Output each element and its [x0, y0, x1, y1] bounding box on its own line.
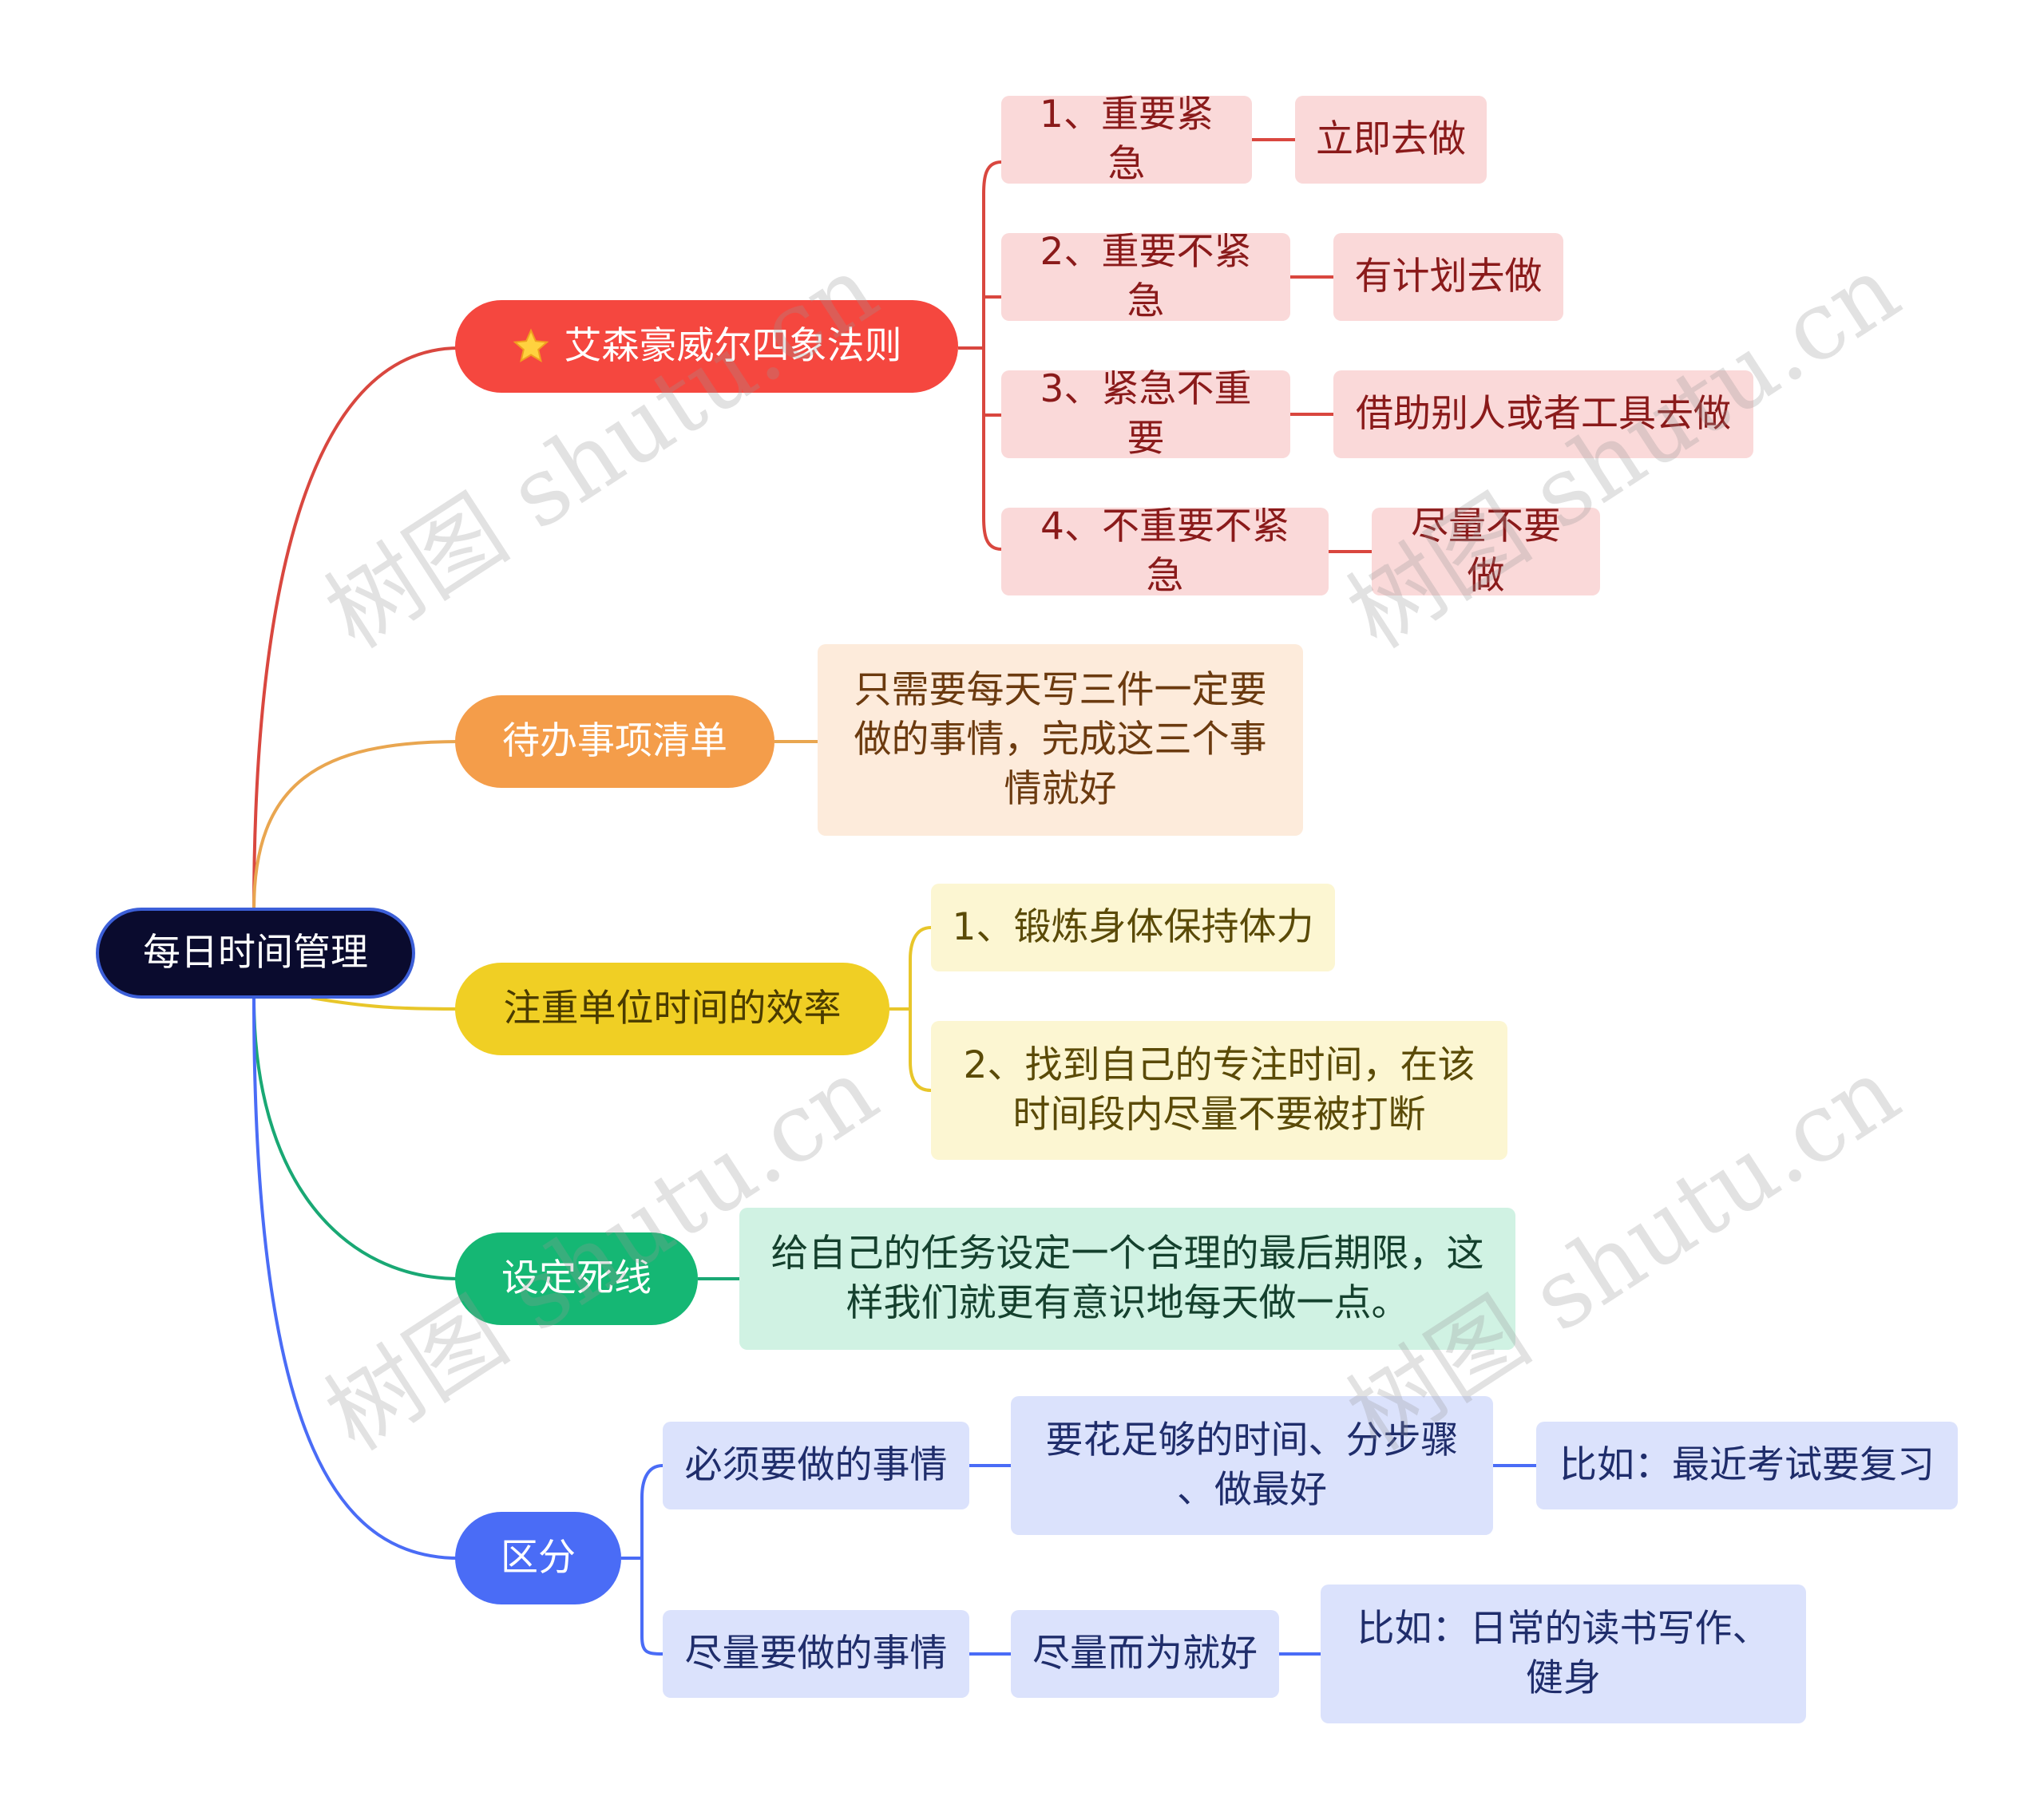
branch-efficiency-label: 注重单位时间的效率: [503, 986, 842, 1031]
must-do-label: 必须要做的事情: [684, 1442, 948, 1487]
must-do-detail-text: 要花足够的时间、分步骤 、做最好: [1045, 1418, 1459, 1512]
try-do-example-text: 比如：日常的读书写作、 健身: [1357, 1606, 1770, 1700]
efficiency-item-2-text: 2、找到自己的专注时间，在该 时间段内尽量不要被打断: [963, 1042, 1476, 1137]
try-do[interactable]: 尽量要做的事情: [663, 1610, 969, 1698]
branch-todo[interactable]: 待办事项清单: [455, 695, 774, 788]
try-do-example[interactable]: 比如：日常的读书写作、 健身: [1321, 1585, 1806, 1723]
branch-deadline[interactable]: 设定死线: [455, 1232, 698, 1325]
quadrant-1[interactable]: 1、重要紧急: [1001, 93, 1252, 186]
try-do-detail-text: 尽量而为就好: [1032, 1631, 1258, 1676]
quadrant-3[interactable]: 3、紧急不重要: [1001, 367, 1290, 461]
branch-distinguish-label: 区分: [501, 1535, 576, 1580]
branch-eisenhower-label: 艾森豪威尔四象法则: [564, 323, 902, 368]
quadrant-1-label: 1、重要紧急: [1040, 92, 1214, 186]
quadrant-2-action-label: 有计划去做: [1354, 254, 1543, 299]
try-do-label: 尽量要做的事情: [684, 1631, 948, 1676]
todo-note[interactable]: 只需要每天写三件一定要 做的事情，完成这三个事 情就好: [818, 644, 1303, 836]
efficiency-item-1[interactable]: 1、锻炼身体保持体力: [931, 884, 1335, 971]
root-label: 每日时间管理: [143, 930, 368, 975]
branch-deadline-label: 设定死线: [501, 1256, 652, 1300]
branch-efficiency[interactable]: 注重单位时间的效率: [455, 963, 889, 1055]
efficiency-item-2[interactable]: 2、找到自己的专注时间，在该 时间段内尽量不要被打断: [931, 1021, 1507, 1160]
must-do-detail[interactable]: 要花足够的时间、分步骤 、做最好: [1011, 1396, 1493, 1535]
root-node[interactable]: 每日时间管理: [96, 908, 415, 999]
branch-eisenhower[interactable]: 艾森豪威尔四象法则: [455, 300, 958, 393]
quadrant-3-action-label: 借助别人或者工具去做: [1356, 391, 1731, 436]
quadrant-2[interactable]: 2、重要不紧急: [1001, 230, 1290, 323]
try-do-detail[interactable]: 尽量而为就好: [1011, 1610, 1279, 1698]
efficiency-item-1-text: 1、锻炼身体保持体力: [952, 904, 1314, 949]
quadrant-2-action[interactable]: 有计划去做: [1333, 233, 1563, 321]
todo-note-text: 只需要每天写三件一定要 做的事情，完成这三个事 情就好: [854, 667, 1267, 812]
must-do[interactable]: 必须要做的事情: [663, 1422, 969, 1509]
quadrant-3-label: 3、紧急不重要: [1040, 366, 1252, 461]
quadrant-4[interactable]: 4、不重要不紧急: [1001, 504, 1329, 598]
quadrant-4-action-label: 尽量不要做: [1411, 504, 1561, 598]
star-icon: [513, 328, 549, 363]
quadrant-1-action-label: 立即去做: [1316, 117, 1466, 161]
must-do-example[interactable]: 比如：最近考试要复习: [1536, 1422, 1958, 1509]
quadrant-4-action[interactable]: 尽量不要做: [1372, 504, 1600, 598]
quadrant-4-label: 4、不重要不紧急: [1040, 504, 1289, 598]
quadrant-1-action[interactable]: 立即去做: [1295, 96, 1487, 184]
deadline-note[interactable]: 给自己的任务设定一个合理的最后期限，这 样我们就更有意识地每天做一点。: [739, 1208, 1515, 1350]
must-do-example-text: 比如：最近考试要复习: [1559, 1442, 1935, 1487]
quadrant-3-action[interactable]: 借助别人或者工具去做: [1333, 370, 1753, 458]
branch-distinguish[interactable]: 区分: [455, 1512, 621, 1604]
branch-todo-label: 待办事项清单: [502, 718, 727, 763]
deadline-note-text: 给自己的任务设定一个合理的最后期限，这 样我们就更有意识地每天做一点。: [770, 1231, 1484, 1325]
quadrant-2-label: 2、重要不紧急: [1040, 229, 1252, 323]
